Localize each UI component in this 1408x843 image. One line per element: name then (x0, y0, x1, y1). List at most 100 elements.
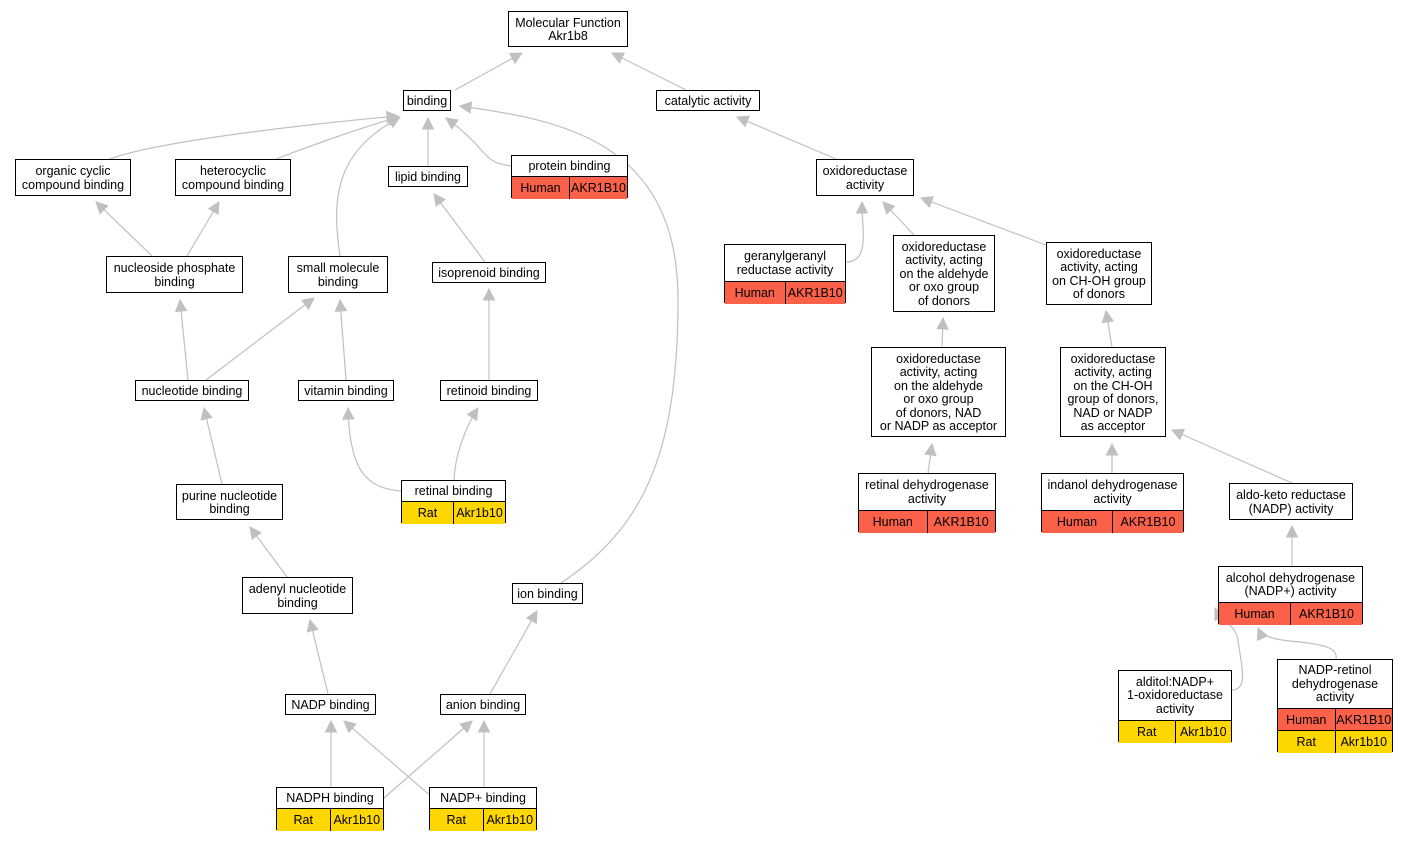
node-nucleotide[interactable]: nucleotide binding (135, 380, 249, 401)
node-anion-binding[interactable]: anion binding (440, 694, 526, 715)
node-nadp-binding[interactable]: NADP binding (285, 694, 376, 715)
arrowhead-icon (466, 407, 479, 422)
edge-retinal_binding-to-vitamin (347, 407, 402, 492)
node-label: Molecular Function Akr1b8 (515, 15, 621, 43)
node-binding[interactable]: binding (403, 90, 451, 111)
node-lipid-binding[interactable]: lipid binding (388, 166, 468, 187)
node-oxido-aldehyde-nad[interactable]: oxidoreductase activity, acting on the a… (871, 347, 1006, 437)
node-organic-cyclic[interactable]: organic cyclic compound binding (15, 159, 131, 196)
node-label: retinal dehydrogenase activity (865, 478, 989, 506)
edge-catalytic-to-mf (611, 52, 687, 91)
arrowhead-icon (735, 115, 751, 128)
node-ion-binding[interactable]: ion binding (512, 583, 583, 604)
gene-cell: Akr1b10 (329, 808, 384, 831)
species-cell: Rat (446, 812, 466, 827)
node-oxido-choh[interactable]: oxidoreductase activity, acting on CH-OH… (1046, 242, 1152, 305)
edge-protein_binding-to-binding (445, 117, 512, 167)
arrowhead-icon (421, 116, 435, 130)
arrowhead-icon (174, 298, 188, 313)
arrowhead-icon (343, 720, 357, 734)
arrowhead-icon (1105, 442, 1119, 456)
arrowhead-icon (1101, 309, 1115, 324)
annotation-row: Rat Akr1b10 (430, 807, 537, 831)
arrowhead-icon (477, 719, 491, 733)
node-label: binding (406, 93, 448, 108)
node-label: small molecule binding (296, 261, 380, 289)
edge-purine_nucleotide-to-nucleotide (203, 407, 223, 485)
gene-cell: Akr1b10 (1174, 720, 1232, 743)
edge-aldo_keto-to-oxido_choh_nad (1171, 429, 1293, 484)
edge-nadp_retinol-to-alcohol_dh (1257, 627, 1337, 660)
node-adenyl[interactable]: adenyl nucleotide binding (242, 577, 353, 614)
species-cell: Human (734, 285, 775, 300)
arrowhead-icon (924, 442, 937, 457)
gene-cell: AKR1B10 (1112, 510, 1183, 533)
arrowhead-icon (324, 719, 338, 733)
node-label: nucleotide binding (141, 383, 243, 398)
species-cell: Human (872, 514, 913, 529)
node-label: oxidoreductase activity, acting on CH-OH… (1052, 246, 1146, 301)
edge-oxidoreductase-to-catalytic (736, 116, 837, 160)
arrowhead-icon (458, 101, 473, 114)
node-label: vitamin binding (304, 383, 388, 398)
node-vitamin[interactable]: vitamin binding (298, 380, 394, 401)
node-label: adenyl nucleotide binding (248, 582, 347, 610)
arrowhead-icon (306, 618, 319, 633)
node-heterocyclic[interactable]: heterocyclic compound binding (175, 159, 291, 196)
arrowhead-icon (459, 720, 473, 734)
annotation-row: Rat Akr1b10 (1278, 729, 1393, 753)
node-purine-nucleotide[interactable]: purine nucleotide binding (176, 484, 283, 520)
node-nucleoside-phosphate[interactable]: nucleoside phosphate binding (106, 256, 243, 293)
edge-anion_binding-to-ion_binding (489, 610, 538, 695)
edge-nucleotide-to-small_molecule (205, 297, 315, 381)
edge-isoprenoid-to-lipid_binding (433, 193, 486, 263)
node-isoprenoid[interactable]: isoprenoid binding (432, 262, 546, 283)
node-oxido-aldehyde[interactable]: oxidoreductase activity, acting on the a… (893, 235, 995, 312)
arrowhead-icon (445, 117, 460, 130)
node-aldo-keto[interactable]: aldo-keto reductase (NADP) activity (1229, 483, 1353, 520)
arrowhead-icon (482, 287, 496, 301)
gene-cell: AKR1B10 (1290, 602, 1362, 625)
arrowhead-icon (508, 52, 523, 65)
arrowhead-icon (386, 116, 401, 129)
gene-cell: AKR1B10 (926, 510, 996, 533)
species-cell: Rat (1296, 734, 1316, 749)
node-label: oxidoreductase activity, acting on the a… (879, 351, 998, 433)
edge-small_molecule-to-binding (336, 116, 401, 257)
node-label: oxidoreductase activity (822, 164, 908, 192)
gene-cell: Akr1b10 (1334, 730, 1393, 753)
node-mf[interactable]: Molecular Function Akr1b8 (508, 11, 628, 47)
gene-cell: Akr1b10 (482, 808, 537, 831)
node-oxido-choh-nad[interactable]: oxidoreductase activity, acting on the C… (1060, 347, 1166, 437)
edge-group (95, 52, 1337, 799)
edge-nadp_plus_binding-to-nadp_binding (343, 720, 434, 799)
node-oxidoreductase[interactable]: oxidoreductase activity (816, 159, 914, 196)
node-small-molecule[interactable]: small molecule binding (288, 256, 388, 293)
node-catalytic[interactable]: catalytic activity (656, 90, 760, 111)
node-label: alditol:NADP+ 1-oxidoreductase activity (1127, 674, 1223, 716)
node-retinoid[interactable]: retinoid binding (440, 380, 538, 401)
arrowhead-icon (207, 201, 220, 216)
arrowhead-icon (525, 610, 538, 625)
edge-binding-to-mf (454, 52, 523, 91)
arrowhead-icon (342, 406, 355, 420)
edge-ion_binding-to-binding (459, 105, 679, 584)
arrowhead-icon (95, 201, 109, 215)
gene-cell: AKR1B10 (569, 176, 627, 199)
node-label: NADPH binding (286, 790, 374, 805)
node-label: nucleoside phosphate binding (113, 261, 236, 289)
species-cell: Human (1286, 712, 1327, 727)
edge-nucleoside_phosphate-to-organic_cyclic (95, 201, 153, 257)
